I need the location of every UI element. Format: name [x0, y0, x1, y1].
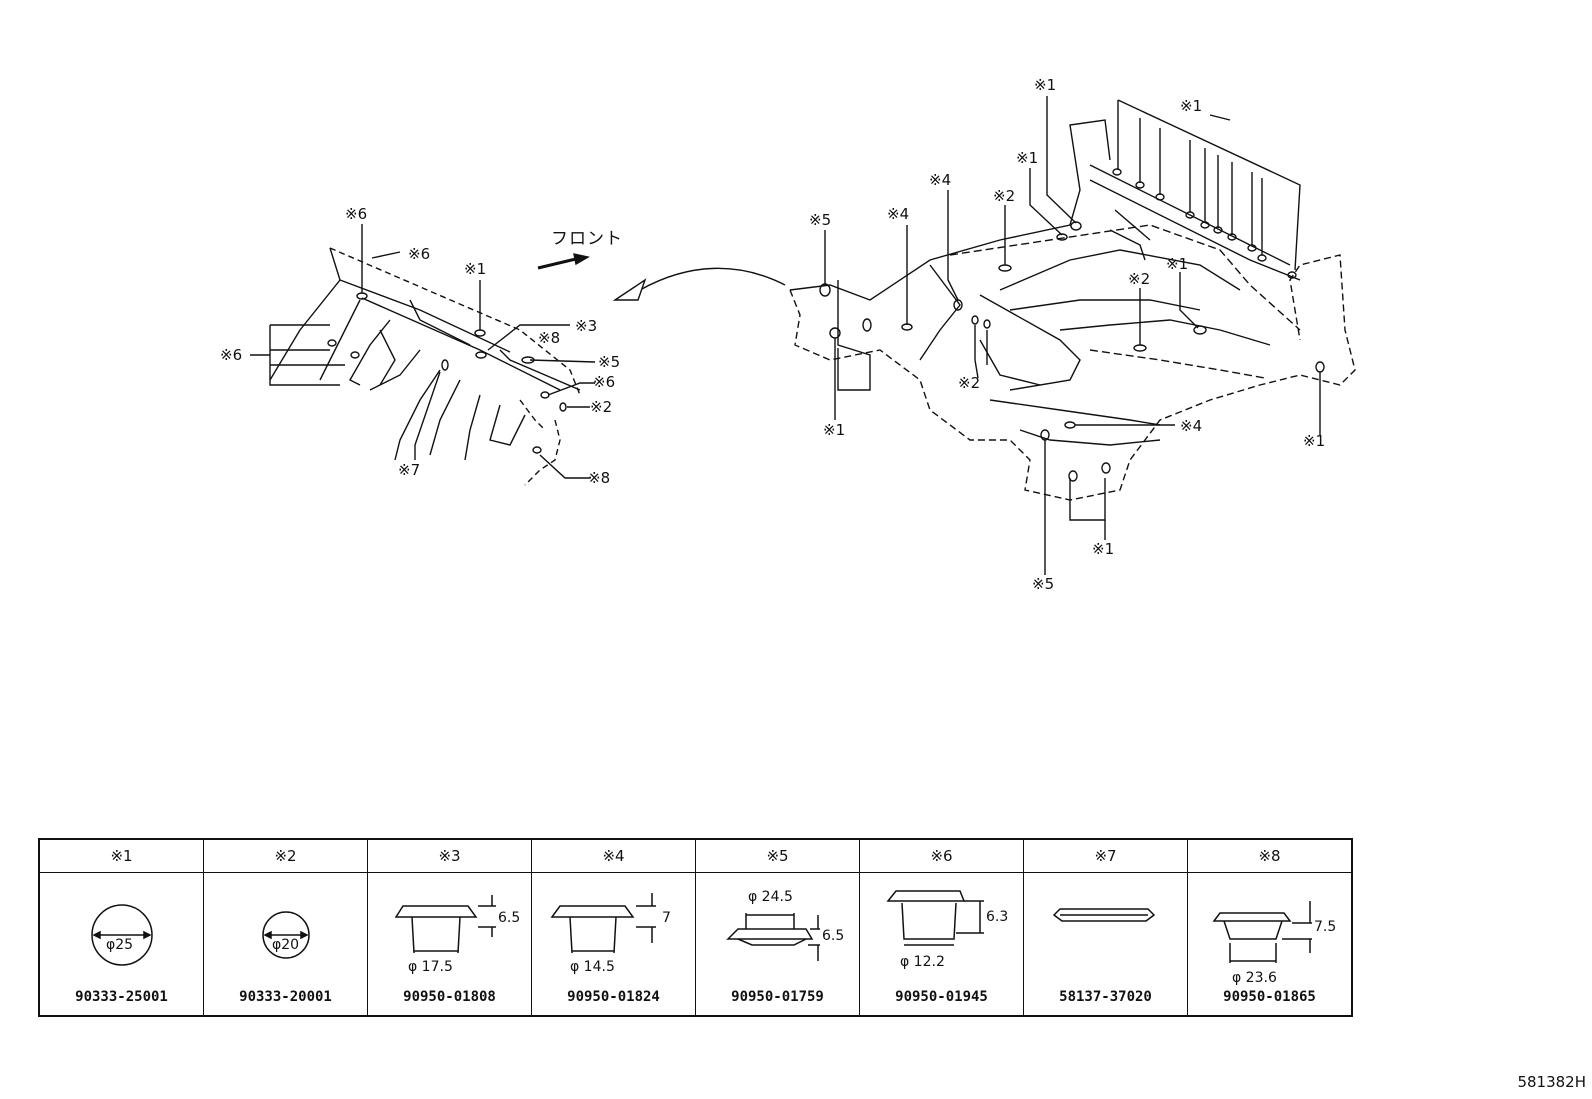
callout-label: ※5: [809, 211, 832, 229]
front-floor-drawing: [250, 224, 786, 486]
dimension-label: φ 14.5: [570, 959, 615, 975]
part-number: 90950-01824: [567, 989, 660, 1005]
part-mark: ※3: [367, 838, 532, 873]
dimension-label: φ20: [272, 937, 300, 953]
callout-label: ※1: [464, 260, 487, 278]
parts-table: ※1 ※2 ※3 ※4 ※5 ※6 ※7 ※8 φ25 90333-25001 …: [38, 838, 1353, 1017]
callout-label: ※2: [958, 374, 981, 392]
part-mark: ※5: [695, 838, 860, 873]
dimension-label: φ 24.5: [748, 889, 793, 905]
callout-label: ※3: [575, 317, 598, 335]
part-cell: φ 24.5 6.5 90950-01759: [695, 872, 860, 1017]
part-mark: ※7: [1023, 838, 1188, 873]
part-number: 90950-01808: [403, 989, 496, 1005]
callout-label: ※1: [1016, 149, 1039, 167]
callout-label: ※1: [1166, 255, 1189, 273]
part-mark: ※2: [203, 838, 368, 873]
part-cell: 6.5 φ 17.5 90950-01808: [367, 872, 532, 1017]
plug-oval-icon: [1052, 908, 1156, 922]
callout-label: ※6: [593, 373, 616, 391]
callout-label: ※8: [588, 469, 611, 487]
callout-label: ※2: [993, 187, 1016, 205]
dimension-label: 6.5: [498, 910, 521, 926]
exploded-view-diagram: [250, 96, 1356, 575]
dimension-label: 7.5: [1314, 919, 1337, 935]
grommet-icon: [394, 895, 496, 954]
part-cell: 58137-37020: [1023, 872, 1188, 1017]
callout-label: ※1: [1303, 432, 1326, 450]
part-number: 90333-25001: [75, 989, 168, 1005]
part-mark: ※4: [531, 838, 696, 873]
callout-label: ※4: [887, 205, 910, 223]
front-direction-label: フロント: [551, 229, 623, 249]
dimension-label: φ25: [106, 937, 134, 953]
dimension-label: φ 17.5: [408, 959, 453, 975]
dimension-label: 6.3: [986, 909, 1009, 925]
grommet-icon: [1212, 901, 1312, 963]
part-cell: 7 φ 14.5 90950-01824: [531, 872, 696, 1017]
callout-label: ※5: [1032, 575, 1055, 593]
part-cell: 6.3 φ 12.2 90950-01945: [859, 872, 1024, 1017]
part-cell: φ20 90333-20001: [203, 872, 368, 1017]
callout-label: ※1: [1034, 76, 1057, 94]
callout-label: ※4: [929, 171, 952, 189]
plug-round-icon: [262, 911, 310, 959]
part-cell: φ25 90333-25001: [38, 872, 204, 1017]
rear-floor-drawing: [789, 96, 1356, 575]
part-mark: ※1: [38, 838, 204, 873]
callout-label: ※1: [1180, 97, 1203, 115]
part-mark: ※8: [1187, 838, 1353, 873]
part-mark: ※6: [859, 838, 1024, 873]
dimension-label: 6.5: [822, 928, 845, 944]
grommet-icon: [886, 890, 984, 946]
callout-label: ※6: [408, 245, 431, 263]
callout-label: ※6: [345, 205, 368, 223]
callout-label: ※1: [823, 421, 846, 439]
part-number: 90950-01865: [1223, 989, 1316, 1005]
plug-round-icon: [91, 904, 153, 966]
callout-label: ※1: [1092, 540, 1115, 558]
part-number: 58137-37020: [1059, 989, 1152, 1005]
dimension-label: 7: [662, 910, 671, 926]
part-number: 90950-01759: [731, 989, 824, 1005]
callout-label: ※2: [590, 398, 613, 416]
callout-label: ※8: [538, 329, 561, 347]
callout-label: ※2: [1128, 270, 1151, 288]
part-number: 90950-01945: [895, 989, 988, 1005]
dimension-label: φ 12.2: [900, 954, 945, 970]
dimension-label: φ 23.6: [1232, 970, 1277, 986]
callout-label: ※4: [1180, 417, 1203, 435]
callout-label: ※6: [220, 346, 243, 364]
callout-label: ※7: [398, 461, 421, 479]
part-number: 90333-20001: [239, 989, 332, 1005]
grommet-icon: [550, 893, 656, 954]
part-cell: 7.5 φ 23.6 90950-01865: [1187, 872, 1353, 1017]
callout-label: ※5: [598, 353, 621, 371]
grommet-icon: [726, 913, 820, 961]
drawing-reference-number: 581382H: [1517, 1073, 1586, 1091]
